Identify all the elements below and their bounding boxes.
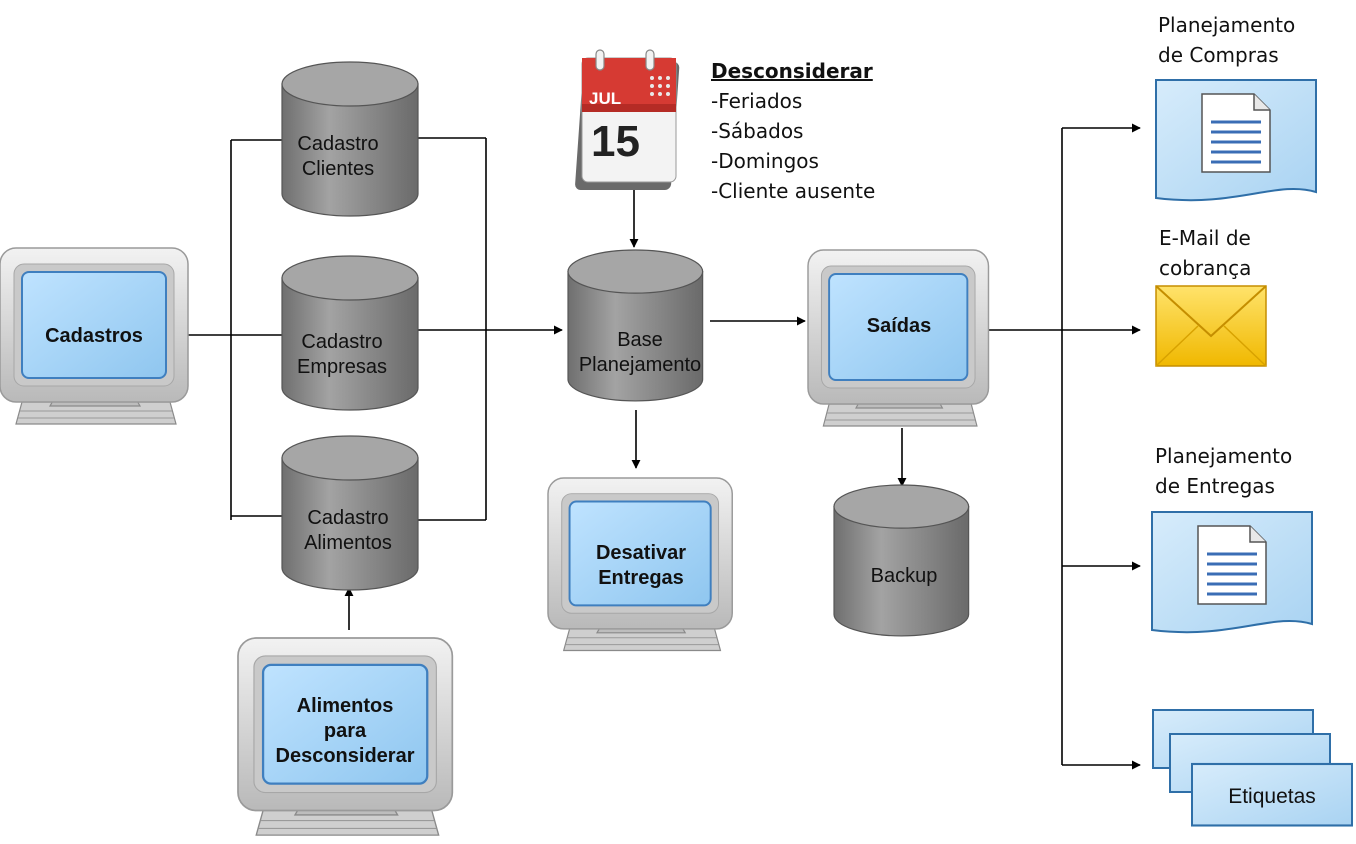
etiquetas-label: Etiquetas xyxy=(1228,785,1316,808)
desconsiderar-list: Desconsiderar -Feriados -Sábados -Doming… xyxy=(711,56,911,206)
list-item: -Feriados xyxy=(711,89,803,113)
desativar-entregas-label: Desativar Entregas xyxy=(595,542,687,589)
planejamento-entregas-label: Planejamento de Entregas xyxy=(1155,444,1293,498)
planejamento-compras-label: Planejamento de Compras xyxy=(1158,13,1296,67)
backup-label: Backup xyxy=(870,565,938,587)
cadastro-clientes-label: Cadastro Clientes xyxy=(297,133,379,180)
alimentos-desconsiderar-label: Alimentos para Desconsiderar xyxy=(275,695,415,767)
planejamento-entregas-document-icon xyxy=(1150,510,1314,634)
list-item: -Cliente ausente xyxy=(711,179,876,203)
base-planejamento-label: Base Planejamento xyxy=(578,329,702,376)
base-database-icon xyxy=(567,249,704,402)
list-item: -Sábados xyxy=(711,119,804,143)
email-cobranca-label: E-Mail de cobrança xyxy=(1159,226,1252,280)
cadastro-alimentos-label: Cadastro Alimentos xyxy=(304,507,392,554)
cadastro-empresas-label: Cadastro Empresas xyxy=(296,331,388,378)
list-item: -Domingos xyxy=(711,149,819,173)
cadastros-label: Cadastros xyxy=(45,325,143,347)
planejamento-compras-document-icon xyxy=(1154,78,1318,202)
backup-database-icon xyxy=(833,484,970,637)
calendar-icon: JUL 15 xyxy=(575,49,680,190)
calendar-month: JUL xyxy=(589,89,621,108)
envelope-icon xyxy=(1155,285,1267,367)
connector-lines xyxy=(186,123,1141,770)
calendar-day: 15 xyxy=(591,117,640,166)
desconsiderar-heading: Desconsiderar xyxy=(711,59,873,83)
saidas-label: Saídas xyxy=(866,315,932,337)
